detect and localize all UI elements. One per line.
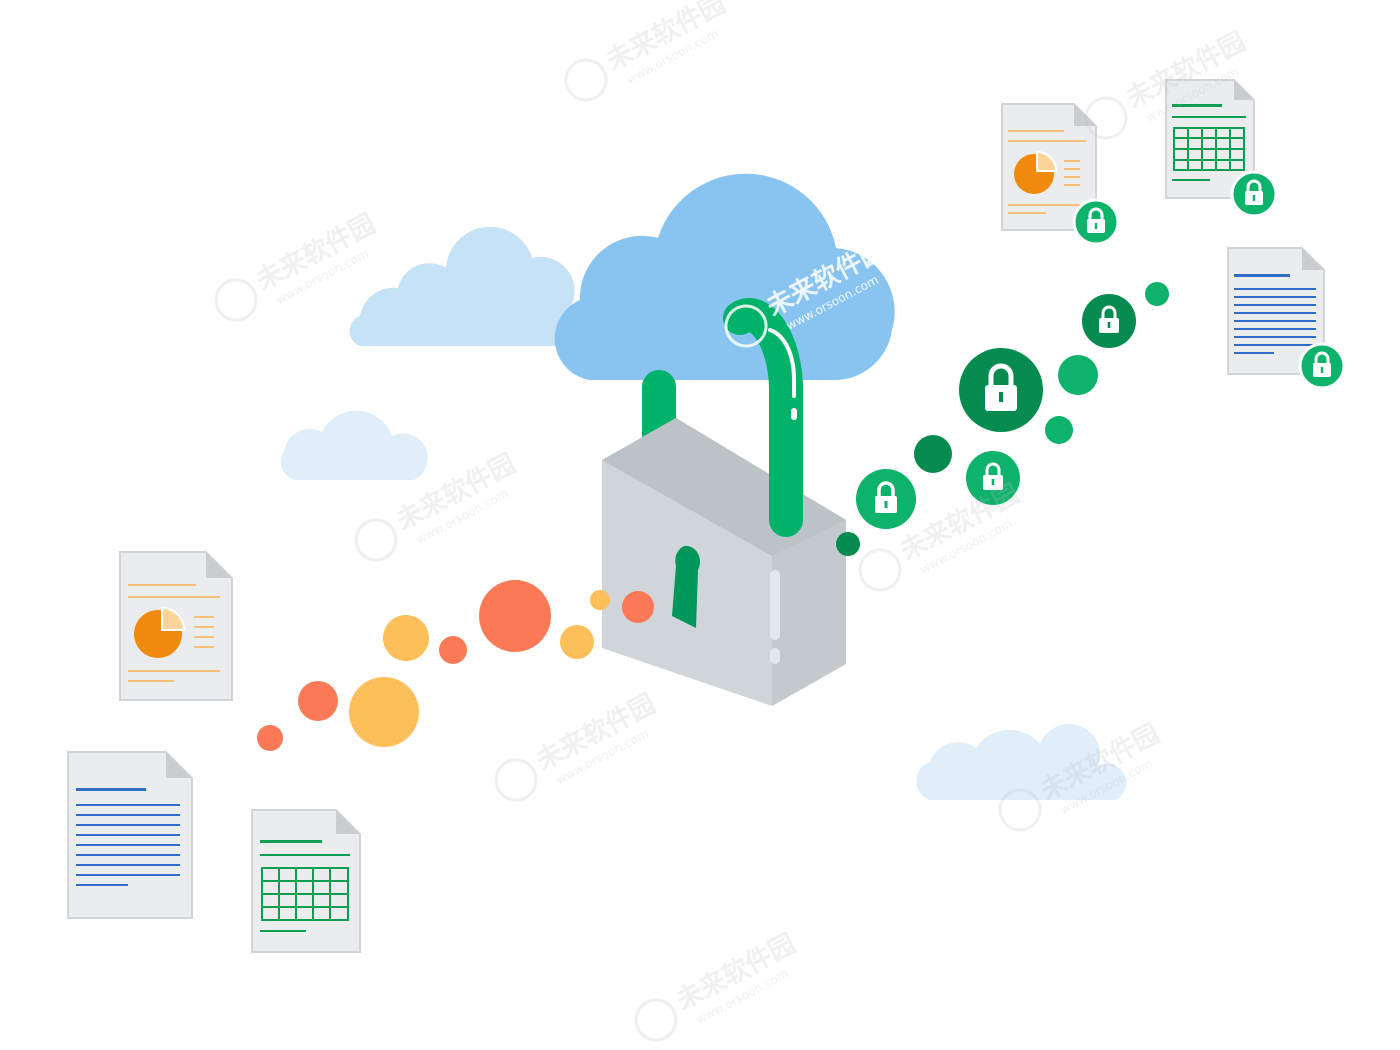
- lock-icon: [1082, 294, 1136, 348]
- spreadsheet-icon: [1165, 79, 1255, 199]
- data-dot: [1045, 416, 1073, 444]
- incoming-data-dots: [257, 580, 654, 751]
- data-dot: [1145, 282, 1169, 306]
- data-dot: [836, 532, 860, 556]
- data-dot: [622, 591, 654, 623]
- cloud-icon: [554, 173, 895, 381]
- lock-icon: [1230, 170, 1278, 218]
- pie-chart-icon: [134, 606, 186, 658]
- lock-icon: [1298, 342, 1346, 390]
- cloud-icon: [916, 723, 1127, 800]
- data-dot: [560, 625, 594, 659]
- lock-icon: [856, 469, 916, 529]
- data-dot: [439, 636, 467, 664]
- cloud-icon: [349, 226, 575, 346]
- data-dot: [479, 580, 551, 652]
- document-icon: [119, 551, 233, 701]
- data-dot: [590, 590, 610, 610]
- data-dot: [383, 615, 429, 661]
- data-dot: [914, 435, 952, 473]
- data-dot: [1058, 355, 1098, 395]
- padlock-icon: [602, 298, 846, 706]
- document-icon: [1001, 103, 1097, 231]
- pie-chart-icon: [1014, 150, 1058, 194]
- encrypted-data-dots: [836, 282, 1169, 556]
- document-icon: [67, 751, 193, 919]
- spreadsheet-icon: [251, 809, 361, 953]
- data-dot: [349, 677, 419, 747]
- document-icon: [1227, 247, 1325, 375]
- lock-icon: [966, 451, 1020, 505]
- lock-icon: [1072, 198, 1120, 246]
- lock-icon: [959, 348, 1043, 432]
- cloud-icon: [280, 410, 428, 480]
- data-dot: [257, 725, 283, 751]
- data-dot: [298, 681, 338, 721]
